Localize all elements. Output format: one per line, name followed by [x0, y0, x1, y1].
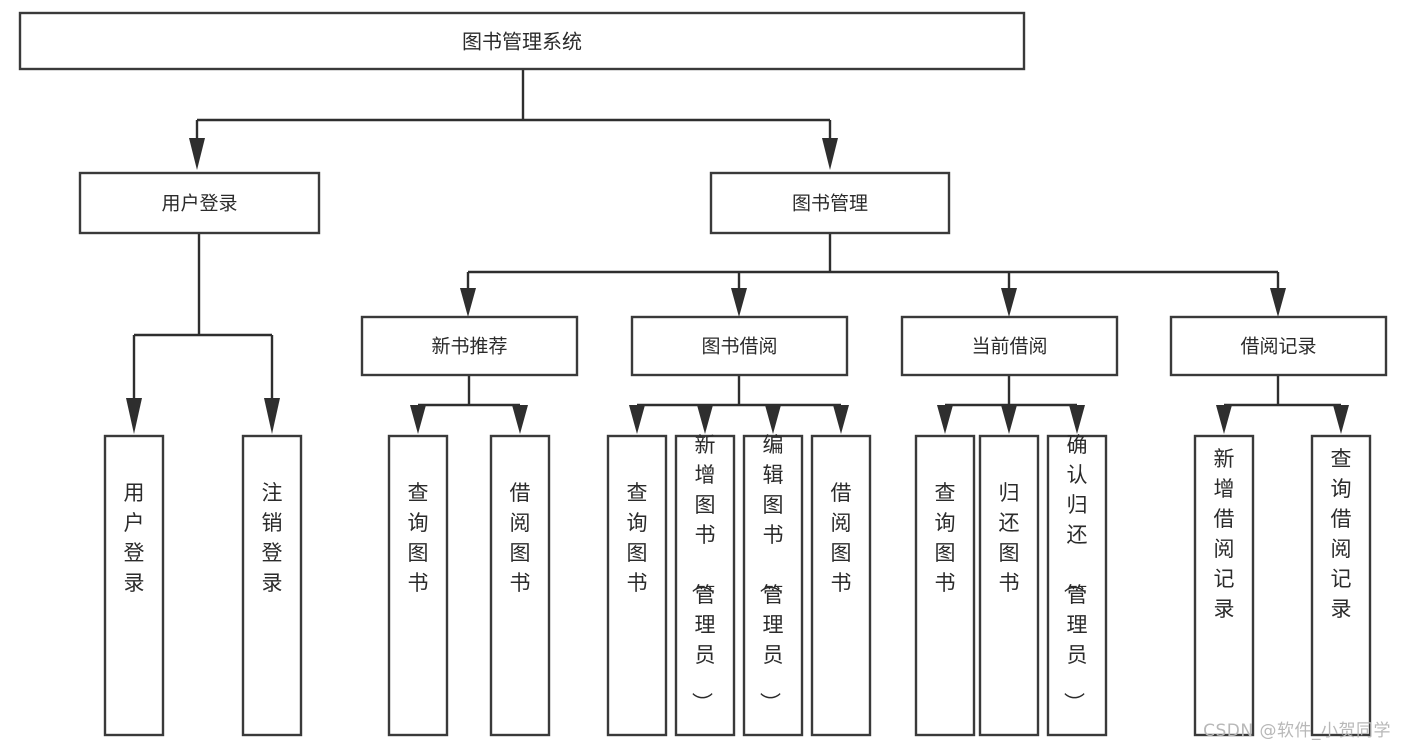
- arrowhead-currentborrow-leaf-3: [1069, 405, 1085, 434]
- leaf-currentborrow-query-book-box[interactable]: [914, 434, 976, 737]
- node-book-management-label: 图书管理: [792, 193, 868, 215]
- arrowhead-bookborrow-leaf-3: [765, 405, 781, 434]
- leaf-user-login-label: 用户登录: [124, 481, 145, 595]
- leaf-currentborrow-return-book-label: 归还图书: [999, 481, 1020, 595]
- arrowhead-leaf-user-login: [126, 398, 142, 434]
- leaf-currentborrow-confirm-return-label: 确认归还（管理员）: [1062, 433, 1088, 713]
- node-book-borrow[interactable]: 图书借阅: [630, 315, 849, 377]
- leaf-bookborrow-edit-book[interactable]: 编辑图书（管理员）: [742, 433, 804, 737]
- leaf-bookborrow-add-book-box[interactable]: [674, 434, 736, 737]
- leaf-user-login[interactable]: 用户登录: [103, 434, 165, 737]
- leaf-currentborrow-confirm-return-box[interactable]: [1046, 434, 1108, 737]
- leaf-bookborrow-borrow-book[interactable]: 借阅图书: [810, 434, 872, 737]
- leaf-borrowrecord-add-record[interactable]: 新增借阅记录: [1193, 434, 1255, 737]
- leaf-currentborrow-return-book[interactable]: 归还图书: [978, 434, 1040, 737]
- arrowhead-new-book-recommend: [460, 288, 476, 317]
- node-book-borrow-box[interactable]: [630, 315, 849, 377]
- leaf-bookborrow-edit-book-label: 编辑图书（管理员）: [758, 433, 784, 713]
- node-current-borrow-label: 当前借阅: [971, 336, 1047, 358]
- arrowhead-book-manage: [822, 138, 838, 170]
- arrowhead-newbook-leaf-1: [410, 405, 426, 434]
- arrowhead-newbook-leaf-2: [512, 405, 528, 434]
- node-book-borrow-label: 图书借阅: [701, 336, 777, 358]
- leaf-bookborrow-edit-book-box[interactable]: [742, 434, 804, 737]
- arrowhead-borrowrecord-leaf-1: [1216, 405, 1232, 434]
- leaf-bookborrow-query-book-box[interactable]: [606, 434, 668, 737]
- leaf-borrowrecord-query-record-box[interactable]: [1310, 434, 1372, 737]
- leaf-logout[interactable]: 注销登录: [241, 434, 303, 737]
- node-root-box[interactable]: [18, 11, 1026, 71]
- leaf-currentborrow-confirm-return[interactable]: 确认归还（管理员）: [1046, 433, 1108, 737]
- arrowhead-currentborrow-leaf-1: [937, 405, 953, 434]
- node-borrow-record-label: 借阅记录: [1240, 336, 1316, 358]
- leaf-currentborrow-query-book-label: 查询图书: [935, 481, 956, 595]
- leaf-user-login-box[interactable]: [103, 434, 165, 737]
- leaf-newbook-query-book-label: 查询图书: [408, 481, 429, 595]
- leaf-newbook-borrow-book[interactable]: 借阅图书: [489, 434, 551, 737]
- leaf-newbook-query-book-box[interactable]: [387, 434, 449, 737]
- leaf-bookborrow-borrow-book-label: 借阅图书: [831, 481, 852, 595]
- arrowhead-book-borrow: [731, 288, 747, 317]
- arrowhead-user-login: [189, 138, 205, 170]
- leaf-borrowrecord-query-record[interactable]: 查询借阅记录: [1310, 434, 1372, 737]
- node-root-book-management-system[interactable]: 图书管理系统: [18, 11, 1026, 71]
- leaf-borrowrecord-add-record-box[interactable]: [1193, 434, 1255, 737]
- leaf-newbook-borrow-book-box[interactable]: [489, 434, 551, 737]
- leaf-currentborrow-return-book-box[interactable]: [978, 434, 1040, 737]
- node-root-label: 图书管理系统: [462, 30, 582, 54]
- arrowhead-currentborrow-leaf-2: [1001, 405, 1017, 434]
- leaf-borrowrecord-add-record-label: 新增借阅记录: [1214, 447, 1235, 621]
- arrowhead-bookborrow-leaf-1: [629, 405, 645, 434]
- node-book-management-box[interactable]: [709, 171, 951, 235]
- arrowhead-borrow-record: [1270, 288, 1286, 317]
- arrowhead-bookborrow-leaf-2: [697, 405, 713, 434]
- leaf-logout-box[interactable]: [241, 434, 303, 737]
- node-current-borrow-box[interactable]: [900, 315, 1119, 377]
- leaf-newbook-borrow-book-label: 借阅图书: [510, 481, 531, 595]
- leaf-bookborrow-add-book[interactable]: 新增图书（管理员）: [674, 433, 736, 737]
- leaf-bookborrow-borrow-book-box[interactable]: [810, 434, 872, 737]
- arrowhead-leaf-logout: [264, 398, 280, 434]
- node-user-login[interactable]: 用户登录: [78, 171, 321, 235]
- node-new-book-recommend[interactable]: 新书推荐: [360, 315, 579, 377]
- node-book-management[interactable]: 图书管理: [709, 171, 951, 235]
- arrowhead-borrowrecord-leaf-2: [1333, 405, 1349, 434]
- leaf-newbook-query-book[interactable]: 查询图书: [387, 434, 449, 737]
- node-user-login-label: 用户登录: [161, 193, 237, 215]
- node-borrow-record-box[interactable]: [1169, 315, 1388, 377]
- node-borrow-record[interactable]: 借阅记录: [1169, 315, 1388, 377]
- node-current-borrow[interactable]: 当前借阅: [900, 315, 1119, 377]
- node-user-login-box[interactable]: [78, 171, 321, 235]
- leaf-bookborrow-add-book-label: 新增图书（管理员）: [690, 433, 716, 713]
- arrowhead-current-borrow: [1001, 288, 1017, 317]
- node-new-book-recommend-label: 新书推荐: [431, 336, 507, 358]
- leaf-borrowrecord-query-record-label: 查询借阅记录: [1331, 447, 1352, 621]
- arrowhead-bookborrow-leaf-4: [833, 405, 849, 434]
- leaf-bookborrow-query-book-label: 查询图书: [627, 481, 648, 595]
- leaf-logout-label: 注销登录: [262, 481, 283, 595]
- leaf-currentborrow-query-book[interactable]: 查询图书: [914, 434, 976, 737]
- leaf-bookborrow-query-book[interactable]: 查询图书: [606, 434, 668, 737]
- node-new-book-recommend-box[interactable]: [360, 315, 579, 377]
- connector-layer: [126, 69, 1349, 434]
